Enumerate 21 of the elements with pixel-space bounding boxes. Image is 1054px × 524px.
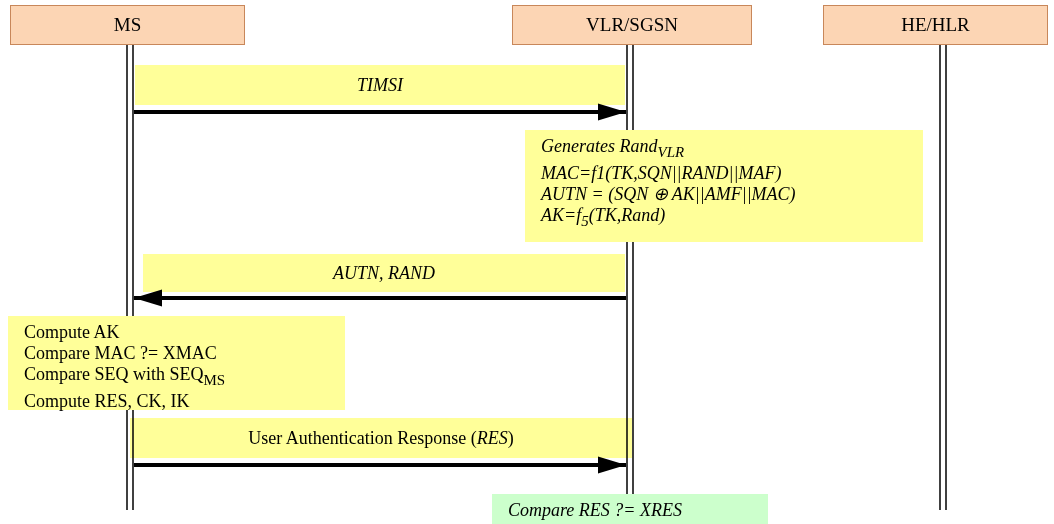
note-text: Compare RES ?= XRES — [508, 500, 683, 521]
note-text: AK=f$_{5}$(TK,Rand) — [541, 204, 667, 231]
message-arrow — [134, 456, 626, 474]
message-arrow — [134, 289, 626, 307]
note-text: Compare MAC ?= XMAC — [24, 343, 218, 364]
message-label: User Authentication Response (RES) — [130, 418, 632, 458]
message-arrow — [134, 103, 626, 121]
message-label: AUTN, RAND — [143, 254, 625, 292]
participant-box: MS — [10, 5, 245, 45]
note-text: Compute AK — [24, 322, 121, 343]
participant-box: HE/HLR — [823, 5, 1048, 45]
note-box — [492, 494, 768, 524]
note-text: AUTN = (SQN ⊕ AK||AMF||MAC) — [541, 183, 797, 205]
note-box — [8, 316, 345, 410]
note-text: MAC=f1(TK,SQN||RAND||MAF) — [541, 162, 783, 184]
note-text: Generates Rand$_{VLR}$ — [541, 136, 686, 162]
note-box — [525, 130, 923, 242]
note-text: Compare SEQ with SEQ$_{MS}$ — [24, 364, 227, 390]
message-label: TIMSI — [135, 65, 625, 105]
participant-box: VLR/SGSN — [512, 5, 752, 45]
note-text: Compute RES, CK, IK — [24, 390, 191, 412]
